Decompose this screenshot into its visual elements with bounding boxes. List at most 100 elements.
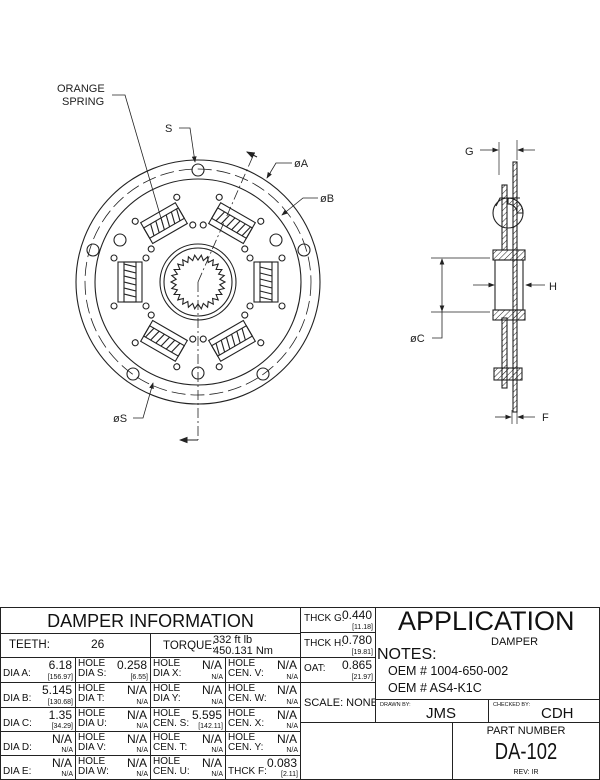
spring <box>110 254 150 310</box>
info-label: CEN. V: <box>228 668 264 679</box>
info-label: DIA D: <box>3 742 32 753</box>
info-label-line1: HOLE <box>153 683 181 694</box>
info-value-metric: [142.11] <box>198 723 223 730</box>
info-cell: HOLE CEN. U: N/A N/A <box>150 755 226 780</box>
bolt-hole <box>269 233 283 247</box>
info-value: N/A <box>276 708 297 722</box>
spring <box>131 193 197 253</box>
info-value-metric: N/A <box>211 699 223 706</box>
info-value-metric: [130.68] <box>47 699 73 706</box>
info-value: N/A <box>51 732 72 746</box>
info-value-metric: N/A <box>211 771 223 778</box>
torque-nm: 450.131 Nm <box>213 645 273 657</box>
checked-by-cell: CHECKED BY: CDH <box>488 699 600 723</box>
info-value-metric: N/A <box>211 674 223 681</box>
bolt-hole <box>256 367 270 381</box>
info-value-metric: N/A <box>136 747 148 754</box>
info-value: 0.258 <box>116 658 147 672</box>
info-label: CEN. T: <box>153 742 188 753</box>
info-value-metric: N/A <box>286 674 298 681</box>
bolt-hole <box>86 243 100 257</box>
dia-a-label: øA <box>294 158 309 170</box>
application-subtitle: DAMPER <box>491 636 539 648</box>
damper-drawing: ORANGE SPRING S øA øB øS G H øC F <box>57 83 557 444</box>
thickness-g-label: G <box>465 146 474 158</box>
thickness-value-metric: [19.81] <box>351 649 373 656</box>
info-label-line1: HOLE <box>153 732 181 743</box>
info-label: DIA W: <box>78 766 109 777</box>
front-view <box>75 94 321 444</box>
part-number: DA-102 <box>494 738 558 764</box>
thickness-value: 0.865 <box>341 658 372 672</box>
orange-spring-label-2: SPRING <box>62 96 104 108</box>
info-value-metric: N/A <box>286 723 298 730</box>
info-value: N/A <box>201 732 222 746</box>
info-value-metric: [156.97] <box>47 674 73 681</box>
info-label-line1: HOLE <box>153 708 181 719</box>
info-label: DIA V: <box>78 742 106 753</box>
info-value: 6.18 <box>48 658 72 672</box>
info-cell: HOLE CEN. S: 5.595 [142.11] <box>150 707 226 732</box>
teeth-cell: TEETH: 26 <box>0 633 151 658</box>
damper-info-title: DAMPER INFORMATION <box>47 611 254 631</box>
info-cell: DIA A: 6.18 [156.97] <box>0 657 76 683</box>
dia-c-label: øC <box>410 333 425 345</box>
info-cell: DIA D: N/A N/A <box>0 731 76 756</box>
thickness-label: THCK G: <box>304 613 345 624</box>
side-section-view <box>431 140 545 424</box>
drawn-by-cell: DRAWN BY: JMS <box>375 699 489 723</box>
info-cell: DIA B: 5.145 [130.68] <box>0 682 76 708</box>
notes-label: NOTES: <box>377 646 437 663</box>
part-number-label: PART NUMBER <box>486 725 566 737</box>
application-cell: APPLICATION DAMPER NOTES: OEM # 1004-650… <box>375 607 600 700</box>
info-cell: HOLE DIA X: N/A N/A <box>150 657 226 683</box>
info-cell: HOLE CEN. V: N/A N/A <box>225 657 301 683</box>
info-value-metric: [2.11] <box>281 771 298 778</box>
info-label-line1: HOLE <box>228 683 256 694</box>
info-cell: HOLE CEN. Y: N/A N/A <box>225 731 301 756</box>
info-value: 0.083 <box>266 756 297 770</box>
bolt-hole <box>191 163 205 177</box>
scale-text: SCALE: NONE <box>304 697 376 709</box>
dia-s-label: øS <box>113 413 127 425</box>
thickness-value-metric: [11.18] <box>352 624 373 631</box>
info-label: DIA C: <box>3 718 32 729</box>
note-oem-1: OEM # 1004-650-002 <box>388 664 509 678</box>
info-label-line1: HOLE <box>78 756 106 767</box>
teeth-value: 26 <box>91 637 105 651</box>
checked-by-value: CDH <box>541 705 574 722</box>
torque-ftlb: 332 ft lb <box>213 634 253 646</box>
info-value-metric: N/A <box>136 699 148 706</box>
thickness-value: 0.780 <box>341 633 372 647</box>
hub-inner <box>163 247 233 317</box>
info-value-metric: [6.55] <box>130 674 148 681</box>
revision: REV: IR <box>513 769 539 776</box>
bolt-hole <box>126 367 140 381</box>
info-label: DIA E: <box>3 766 32 777</box>
thickness-cell: THCK H: 0.780 [19.81] <box>300 632 376 658</box>
thickness-value-metric: [21.97] <box>351 674 373 681</box>
info-label: DIA S: <box>78 668 107 679</box>
bolt-hole <box>113 233 127 247</box>
info-label: CEN. X: <box>228 718 265 729</box>
info-cell: HOLE DIA W: N/A N/A <box>75 755 151 780</box>
dia-b-label: øB <box>320 193 334 205</box>
info-value-metric: N/A <box>61 771 73 778</box>
thickness-label: THCK H: <box>304 638 344 649</box>
info-label: DIA X: <box>153 668 182 679</box>
info-label: DIA U: <box>78 718 107 729</box>
info-label-line1: HOLE <box>228 708 256 719</box>
info-value: N/A <box>276 658 297 672</box>
info-cell: HOLE DIA U: N/A N/A <box>75 707 151 732</box>
info-value-metric: N/A <box>136 723 148 730</box>
info-value: N/A <box>201 658 222 672</box>
info-label-line1: HOLE <box>78 658 106 669</box>
thickness-value: 0.440 <box>341 608 372 622</box>
info-label: CEN. Y: <box>228 742 264 753</box>
side-view-labels: G H øC F <box>410 146 557 424</box>
info-cell: HOLE CEN. W: N/A N/A <box>225 682 301 708</box>
spline-teeth <box>169 254 227 310</box>
drawn-by-value: JMS <box>426 705 456 722</box>
info-label: DIA Y: <box>153 693 181 704</box>
spring <box>199 311 265 371</box>
